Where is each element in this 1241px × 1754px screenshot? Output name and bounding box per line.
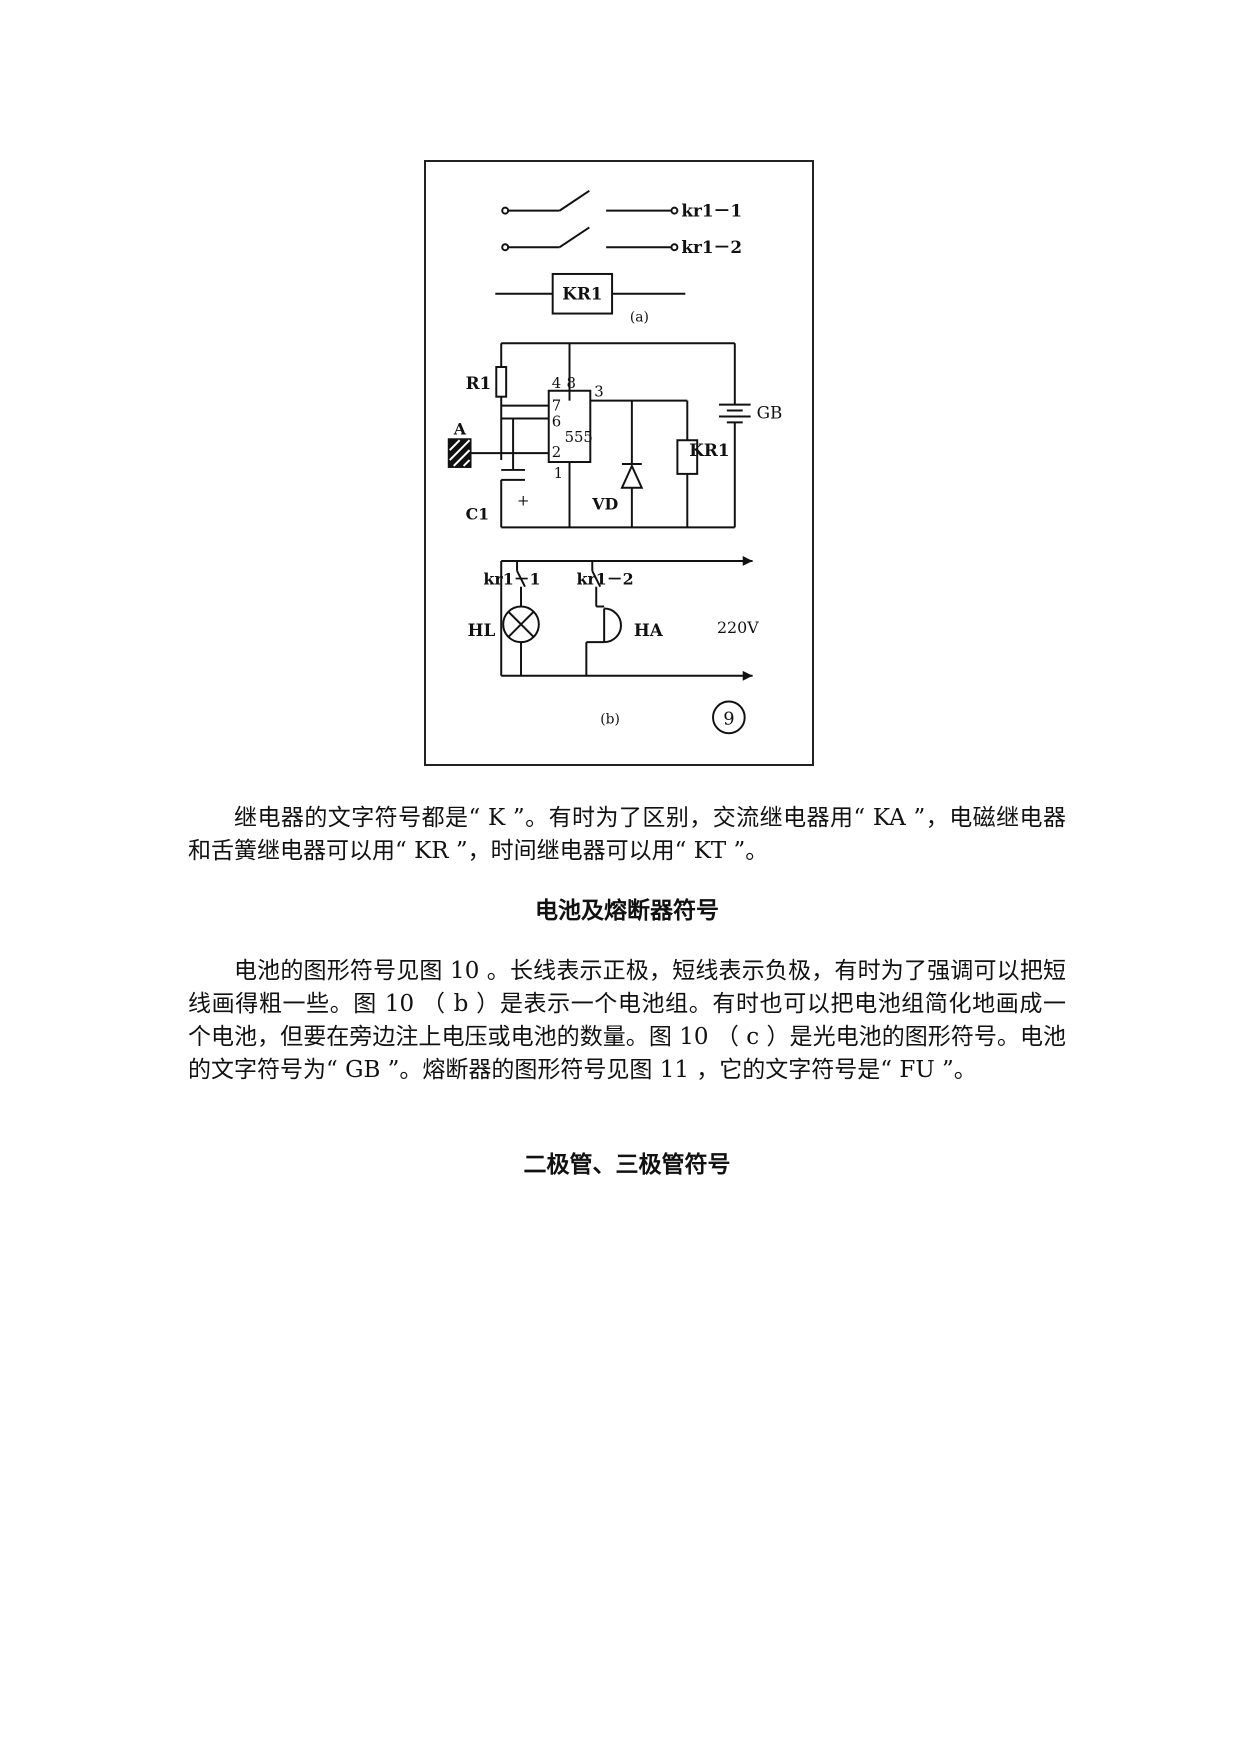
label-voltage: 220V (717, 618, 759, 637)
capacitor-c1-symbol (501, 468, 525, 481)
label-part-a: (a) (630, 309, 649, 325)
mains-top-arrow-icon (742, 556, 753, 566)
label-c1: C1 (466, 504, 490, 523)
label-kr1-1-bottom: kr1－1 (483, 570, 540, 589)
label-pin1: 1 (554, 465, 563, 482)
label-hl: HL (468, 620, 496, 640)
label-pin4: 4 (552, 375, 561, 392)
mains-bottom-arrow-icon (742, 670, 753, 681)
label-pin8: 8 (567, 375, 576, 392)
circuit-diagram: kr1－1 kr1－2 KR1 (a) R1 4 8 7 6 555 3 2 1… (447, 189, 783, 735)
relay-circuit-figure: kr1－1 kr1－2 KR1 (a) R1 4 8 7 6 555 3 2 1… (424, 160, 814, 766)
sensor-a-hatching (449, 439, 471, 467)
label-r1: R1 (466, 373, 492, 393)
label-coil-box: KR1 (562, 284, 602, 304)
battery-fuse-paragraph: 电池的图形符号见图 10 。长线表示正极，短线表示负极，有时为了强调可以把短线画… (188, 958, 1066, 1083)
label-pin3: 3 (594, 384, 603, 401)
label-a: A (453, 419, 467, 438)
label-pin7: 7 (552, 398, 561, 415)
label-vd: VD (591, 495, 618, 514)
diode-vd-symbol (620, 463, 644, 489)
label-part-b: (b) (600, 711, 620, 727)
mains-circuit-wires (500, 559, 753, 677)
diode-transistor-heading: 二极管、三极管符号 (523, 1152, 731, 1178)
lamp-hl-symbol (502, 605, 540, 644)
label-pin6: 6 (552, 413, 561, 430)
label-kr1-coil: KR1 (689, 440, 729, 460)
label-chip: 555 (565, 429, 593, 446)
label-kr1-2-top: kr1－2 (681, 237, 742, 257)
label-pin2: 2 (552, 444, 561, 461)
label-gb: GB (757, 402, 783, 422)
label-ha: HA (634, 620, 664, 640)
label-kr1-1-top: kr1－1 (681, 201, 742, 221)
relay-symbol-paragraph: 继电器的文字符号都是“ K ”。有时为了区别，交流继电器用“ KA ”，电磁继电… (188, 805, 1066, 864)
relay-coil-box-symbol (495, 272, 686, 315)
contact-kr1-1-symbol (501, 189, 679, 215)
battery-gb-symbol (718, 403, 751, 424)
ic-555-symbol (547, 389, 592, 463)
battery-fuse-heading: 电池及熔断器符号 (535, 898, 719, 924)
label-figure-number: 9 (723, 708, 734, 729)
label-kr1-2-bottom: kr1－2 (576, 570, 633, 589)
buzzer-ha-symbol (603, 607, 622, 644)
relay-coil-kr1-symbol (676, 439, 699, 475)
resistor-r1-symbol (495, 366, 508, 398)
label-plus: + (517, 493, 529, 510)
contact-kr1-2-symbol (501, 226, 679, 252)
figure-number-circle (712, 700, 746, 735)
